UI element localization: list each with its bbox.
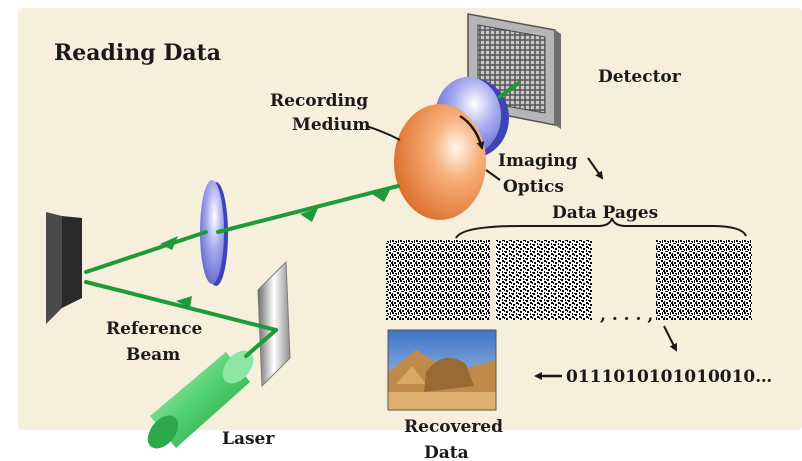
- data-pages-brace: [455, 217, 747, 239]
- recovered-data-label-line1: Recovered: [404, 417, 503, 437]
- recording-medium-pointer: [365, 125, 401, 141]
- diagram-title: Reading Data: [54, 40, 221, 66]
- reference-mirror: [46, 212, 82, 324]
- data-pages-pointer-arrow: [587, 157, 604, 180]
- recording-medium: [394, 104, 486, 220]
- recovered-data-image: [387, 329, 497, 411]
- imaging-optics-pointer: [485, 169, 501, 181]
- imaging-optics-label-line2: Optics: [503, 177, 564, 197]
- detector-label: Detector: [598, 67, 682, 87]
- laser-mirror: [257, 260, 291, 388]
- laser: [147, 350, 254, 449]
- data-page-2: [496, 240, 592, 320]
- data-pages-label: Data Pages: [552, 203, 658, 223]
- binary-stream: 0111010101010010…: [566, 367, 772, 387]
- data-page-1: [386, 240, 490, 320]
- data-pages-ellipsis: , . . . ,: [600, 305, 653, 325]
- imaging-optics-label-line1: Imaging: [498, 151, 578, 171]
- decode-arrow: [663, 325, 677, 352]
- beam-direction-arrows: [160, 190, 390, 308]
- recovered-data-label-line2: Data: [424, 443, 469, 461]
- recording-medium-label-line2: Medium: [292, 115, 370, 135]
- data-page-3: [656, 240, 752, 320]
- beam-lens: [200, 180, 228, 286]
- reference-beam-label-line2: Beam: [126, 345, 180, 365]
- background-panel: [18, 8, 802, 430]
- recording-medium-label-line1: Recording: [270, 91, 368, 111]
- reference-beam-label-line1: Reference: [106, 319, 203, 339]
- rotation-arrow: [459, 114, 485, 150]
- laser-label: Laser: [222, 429, 275, 449]
- green-beam: [84, 184, 400, 358]
